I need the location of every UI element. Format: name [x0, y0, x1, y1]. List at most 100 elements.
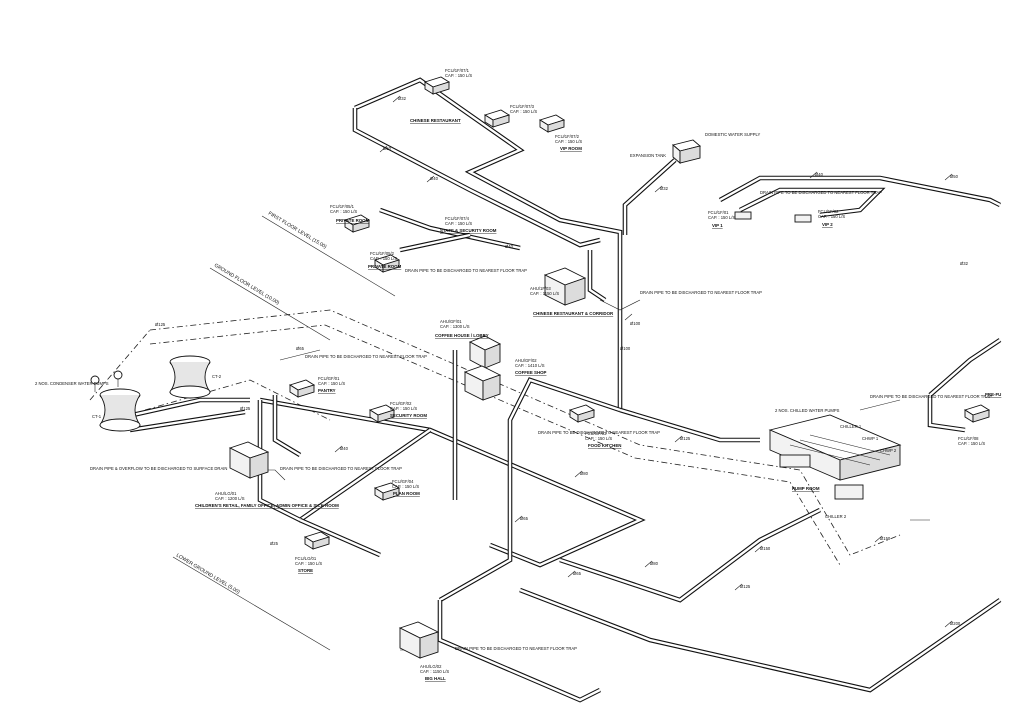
pipe-size-tag: Ø125: [740, 584, 751, 589]
level-label-lower: LOWER GROUND LEVEL (5.00): [175, 553, 241, 596]
room-security-room: SECURITY ROOM: [390, 413, 427, 418]
unit-label-fcu-right: FCU/1F/08 CAP. : 150 L/S: [958, 436, 985, 446]
pipe-size-tag: Ø125: [680, 436, 691, 441]
pipe-size-tag: Ø80: [650, 561, 659, 566]
cooling-tower-1-label: CT-1: [92, 414, 102, 419]
unit-labels: FCU/1F/07/1 CAP. : 150 L/S FCU/1F/07/3 C…: [215, 68, 985, 674]
chiller-plant: CHILLER 1 CHILLER 2 CHWP 1 CHWP 2: [768, 414, 902, 519]
svg-text:CAP. : 1410 L/S: CAP. : 1410 L/S: [515, 363, 545, 368]
unit-label-fcu-vip2: FCU/1F/02 CAP. : 150 L/S: [818, 209, 845, 219]
pipe-size-tag: Ø32: [398, 96, 407, 101]
unit-label-fcu-1f-07-2: FCU/1F/07/2 CAP. : 150 L/S: [555, 134, 582, 144]
svg-text:CAP. : 150 L/S: CAP. : 150 L/S: [295, 561, 322, 566]
notes: DRAIN PIPE TO BE DISCHARGED TO NEAREST F…: [35, 132, 992, 651]
note-drain-3: DRAIN PIPE TO BE DISCHARGED TO NEAREST F…: [760, 190, 882, 195]
unit-label-fcu-gf-03: FCU/GF/03 CAP. : 150 L/S: [585, 431, 612, 441]
svg-text:CAP. : 150 L/S: CAP. : 150 L/S: [370, 256, 397, 261]
pipe-size-tag: Ø65: [520, 516, 529, 521]
pipe-size-tag: Ø150: [880, 536, 891, 541]
unit-label-ahu-1f-03: AHU/1F/03 CAP. : 1150 L/S: [530, 286, 559, 296]
svg-text:FCU/1F/02: FCU/1F/02: [818, 209, 839, 214]
room-private-room: PRIVATE ROOM: [336, 218, 370, 223]
pipe-size-tag: Ø200: [950, 621, 961, 626]
pipe-size-tag: Ø32: [960, 261, 969, 266]
fcu-box-5: [373, 254, 401, 273]
room-vip-2: VIP 2: [822, 222, 833, 227]
fcu-box-3: [538, 114, 566, 133]
cooling-tower-1: CT-1: [92, 388, 141, 432]
svg-text:FCU/GF/03: FCU/GF/03: [585, 431, 607, 436]
room-pump-room: PUMP ROOM: [792, 486, 820, 491]
svg-text:FCU/1F/08: FCU/1F/08: [958, 436, 979, 441]
room-food-kitchen: FOOD KITCHEN: [588, 443, 621, 448]
note-drain-4: DRAIN PIPE TO BE DISCHARGED TO NEAREST F…: [280, 466, 402, 471]
unit-label-fcu-gf-02: FCU/GF/02 CAP. : 150 L/S: [390, 401, 417, 411]
svg-text:CAP. : 1150 L/S: CAP. : 1150 L/S: [420, 669, 449, 674]
svg-text:FCU/1F/05/1: FCU/1F/05/1: [330, 204, 355, 209]
unit-label-fcu-gf-04: FCU/GF/04 CAP. : 150 L/S: [392, 479, 419, 489]
ahu-gf-01-unit: [468, 335, 502, 369]
pipe-size-tag: Ø100: [630, 321, 641, 326]
pipe-size-tag: Ø100: [620, 346, 631, 351]
svg-text:FCU/GF/04: FCU/GF/04: [392, 479, 414, 484]
condenser-water-loop: [89, 309, 901, 566]
room-coffee-shop: COFFEE SHOP: [515, 370, 547, 375]
room-labels: CHINESE RESTAURANT VIP ROOM PRIVATE ROOM…: [195, 118, 1001, 681]
svg-text:CAP. : 150 L/S: CAP. : 150 L/S: [585, 436, 612, 441]
pipe-size-tag: Ø25: [270, 541, 279, 546]
svg-text:FCU/1F/07/2: FCU/1F/07/2: [555, 134, 580, 139]
room-private-room-2: PRIVATE ROOM: [368, 264, 402, 269]
fcu-box-13: [963, 404, 991, 423]
room-big-hall: BIG HALL: [425, 676, 446, 681]
room-store: STORE: [298, 568, 313, 573]
note-drain-7: DRAIN PIPE TO BE DISCHARGED TO NEAREST F…: [870, 394, 992, 399]
unit-label-fcu-1f-05-1: FCU/1F/05/1 CAP. : 150 L/S: [330, 204, 357, 214]
pipe-size-tag: Ø65: [296, 346, 305, 351]
fcu-box-1: [423, 76, 451, 95]
unit-label-fcu-1f-05-2: FCU/1F/05/2 CAP. : 150 L/S: [370, 251, 397, 261]
pipe-size-tag: Ø125: [240, 406, 251, 411]
svg-text:CAP. : 150 L/S: CAP. : 150 L/S: [510, 109, 537, 114]
pump-2-label: CHWP 2: [880, 448, 897, 453]
cooling-tower-2-label: CT-2: [212, 374, 222, 379]
room-pantry: PANTRY: [318, 388, 336, 393]
ahu-1f-03-unit: [543, 267, 587, 306]
svg-text:AHU/LG/02: AHU/LG/02: [420, 664, 442, 669]
svg-text:CAP. : 150 L/S: CAP. : 150 L/S: [392, 484, 419, 489]
chilled-water-mains: [109, 77, 1002, 703]
note-drain-8: DRAIN PIPE TO BE DISCHARGED TO NEAREST F…: [455, 646, 577, 651]
svg-text:CAP. : 150 L/S: CAP. : 150 L/S: [390, 406, 417, 411]
svg-text:CAP. : 150 L/S: CAP. : 150 L/S: [318, 381, 345, 386]
room-childrens-corner: CHILDREN'S RETAIL, FAMILY OFFICE, ADMIN …: [195, 503, 339, 508]
note-drain-1: DRAIN PIPE TO BE DISCHARGED TO NEAREST F…: [405, 268, 527, 273]
fcu-box-4: [343, 214, 371, 233]
expansion-tank-label: EXPANSION TANK: [630, 153, 666, 158]
unit-label-fcu-lg-01: FCU/LG/01 CAP. : 150 L/S: [295, 556, 322, 566]
svg-text:CAP. : 150 L/S: CAP. : 150 L/S: [555, 139, 582, 144]
pipe-ticks: [334, 95, 953, 628]
room-vip-room: VIP ROOM: [560, 146, 582, 151]
room-chinese-restaurant-2: CHINESE RESTAURANT & CORRIDOR: [533, 311, 614, 316]
condenser-pumps: [90, 370, 123, 392]
cooling-tower-2: CT-2: [169, 355, 222, 399]
unit-label-ahu-gf-02: AHU/GF/02 CAP. : 1410 L/S: [515, 358, 545, 368]
svg-text:FCU/1F/01: FCU/1F/01: [708, 210, 729, 215]
svg-text:CAP. : 150 L/S: CAP. : 150 L/S: [445, 221, 472, 226]
svg-text:AHU/GF/01: AHU/GF/01: [440, 319, 462, 324]
svg-text:CAP. : 1300 L/S: CAP. : 1300 L/S: [440, 324, 470, 329]
svg-text:AHU/LG/01: AHU/LG/01: [215, 491, 237, 496]
fcu-box-12: [794, 214, 812, 223]
note-drain-2: DRAIN PIPE TO BE DISCHARGED TO NEAREST F…: [640, 290, 762, 295]
room-vip-1: VIP 1: [712, 223, 723, 228]
svg-text:FCU/1F/07/3: FCU/1F/07/3: [510, 104, 535, 109]
pipe-size-tag: Ø40: [505, 244, 514, 249]
ahu-lg-02-unit: [398, 621, 440, 659]
room-plan-room: PLAN ROOM: [393, 491, 420, 496]
note-cw-pumps: 2 NOS. CONDENSER WATER PUMPS: [35, 381, 109, 386]
fcu-box-11: [734, 211, 752, 220]
pipe-size-tag: Ø40: [430, 176, 439, 181]
note-drain-ct: DRAIN PIPE & OVERFLOW TO BE DISCHARGED T…: [90, 466, 227, 471]
room-pre-fu: PRE-FU: [985, 392, 1001, 397]
svg-text:FCU/1F/05/2: FCU/1F/05/2: [370, 251, 395, 256]
